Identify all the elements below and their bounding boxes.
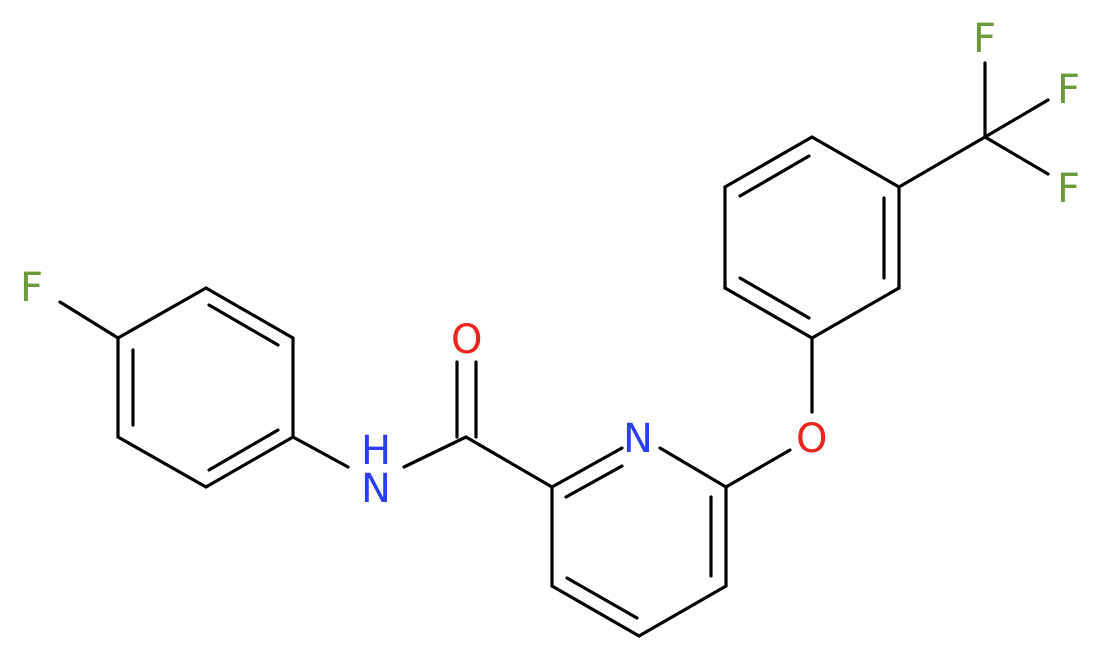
bond-c-n	[291, 435, 350, 469]
bond-c-o	[724, 448, 792, 489]
atom-label-o-carbonyl: O	[451, 317, 482, 363]
bond	[204, 435, 295, 489]
bond-c-f-mid	[983, 98, 1050, 139]
bond-double-inner	[565, 576, 639, 620]
bond	[810, 286, 901, 340]
bond	[116, 286, 208, 340]
bond	[658, 446, 728, 489]
bond	[637, 584, 728, 638]
bond	[116, 435, 208, 489]
bond	[723, 135, 814, 189]
bond-c-c	[464, 435, 554, 489]
bond-c-cf3	[897, 135, 987, 189]
bond-double-inner	[738, 154, 811, 198]
fluorophenyl-ring	[116, 286, 295, 489]
pyridine-ring	[550, 446, 728, 638]
atom-label-o-ether: O	[796, 416, 827, 462]
bond-c-f-low	[983, 135, 1050, 176]
bond	[810, 135, 901, 189]
bond	[550, 446, 624, 489]
bond-double-inner	[564, 464, 624, 499]
atom-label-f-cf3-mid: F	[1057, 67, 1080, 113]
bond	[550, 584, 641, 638]
bond	[723, 286, 814, 340]
bond-double-inner	[207, 303, 280, 347]
bond-c-f	[58, 300, 120, 340]
bond-double-inner	[207, 428, 280, 472]
atom-label-f-cf3-top: F	[973, 16, 996, 62]
bond-n-c	[402, 435, 468, 469]
atom-label-n-amide: N	[361, 466, 391, 512]
atom-label-f-para: F	[20, 265, 43, 311]
atom-label-n-pyridine: N	[623, 416, 653, 462]
bond	[204, 286, 295, 340]
atom-label-f-cf3-low: F	[1057, 166, 1080, 212]
trifluoromethylphenyl-ring	[723, 135, 901, 340]
bond-double-inner	[738, 276, 811, 320]
atom-label-h-amide: H	[361, 428, 391, 474]
